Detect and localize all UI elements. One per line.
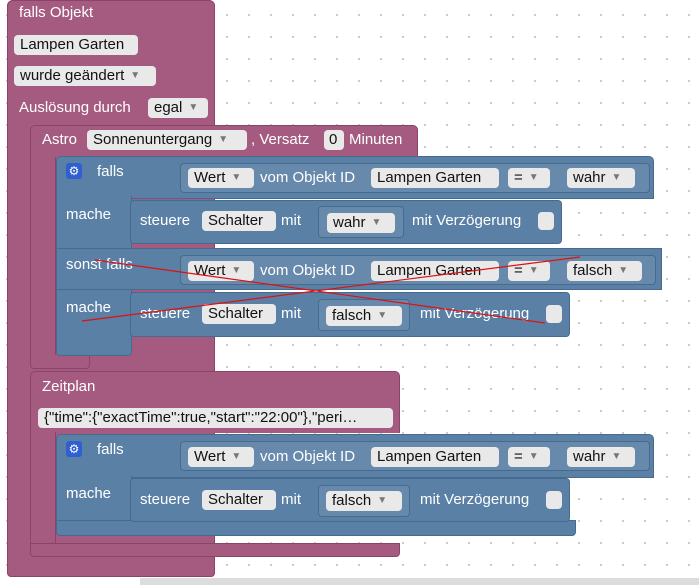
set-value-dropdown[interactable]: falsch▼ — [326, 306, 402, 326]
else-if-label: sonst falls — [66, 256, 133, 273]
astro-offset-label: , Versatz — [251, 131, 310, 148]
horizontal-scrollbar[interactable] — [140, 578, 699, 585]
do-label: mache — [66, 299, 112, 316]
target-object-field[interactable]: Schalter — [202, 304, 276, 324]
delay-checkbox[interactable] — [546, 305, 562, 323]
value-dropdown[interactable]: wahr▼ — [567, 168, 635, 188]
strike-line — [81, 256, 581, 322]
schedule-block-footer — [30, 543, 400, 557]
astro-block-left-arm — [30, 157, 56, 362]
dropdown-arrow-icon: ▼ — [231, 451, 242, 462]
property-dropdown[interactable]: Wert▼ — [188, 261, 254, 281]
dropdown-arrow-icon: ▼ — [130, 70, 141, 81]
target-object-value: Schalter — [208, 491, 264, 508]
object-id-label: vom Objekt ID — [260, 262, 356, 279]
control-label: steuere — [140, 491, 191, 508]
dropdown-arrow-icon: ▼ — [377, 495, 388, 506]
astro-event-dropdown[interactable]: Sonnenuntergang▼ — [87, 130, 247, 150]
operator-dropdown[interactable]: =▼ — [508, 168, 550, 188]
operator-dropdown[interactable]: =▼ — [508, 447, 550, 467]
operator-dropdown[interactable]: =▼ — [508, 261, 550, 281]
trigger-mode-dropdown[interactable]: wurde geändert▼ — [14, 66, 156, 86]
do-label: mache — [66, 206, 112, 223]
dropdown-arrow-icon: ▼ — [611, 172, 622, 183]
astro-block-footer — [30, 355, 90, 369]
delay-checkbox[interactable] — [538, 212, 554, 230]
dropdown-arrow-icon: ▼ — [528, 172, 539, 183]
trigger-object-field[interactable]: Lampen Garten — [14, 35, 138, 55]
operator-value: = — [514, 448, 523, 465]
property-value: Wert — [194, 448, 226, 465]
dropdown-arrow-icon: ▼ — [371, 217, 382, 228]
property-dropdown[interactable]: Wert▼ — [188, 168, 254, 188]
dropdown-arrow-icon: ▼ — [218, 134, 229, 145]
if-block-astro-footer — [56, 340, 132, 356]
schedule-label: Zeitplan — [42, 378, 96, 395]
gear-icon[interactable]: ⚙ — [66, 163, 82, 179]
dropdown-arrow-icon: ▼ — [611, 451, 622, 462]
if-label: falls — [97, 163, 124, 180]
object-id-value: Lampen Garten — [377, 448, 482, 465]
astro-offset-input[interactable]: 0 — [324, 130, 344, 150]
delay-checkbox[interactable] — [546, 491, 562, 509]
schedule-block-left-arm — [30, 432, 56, 544]
schedule-json-value: {"time":{"exactTime":true,"start":"22:00… — [44, 409, 358, 426]
astro-unit-label: Minuten — [349, 131, 403, 148]
with-label: mit — [281, 212, 301, 229]
value-dropdown[interactable]: falsch▼ — [567, 261, 642, 281]
trigger-cause-dropdown[interactable]: egal▼ — [148, 98, 208, 118]
dropdown-arrow-icon: ▼ — [188, 102, 199, 113]
target-object-field[interactable]: Schalter — [202, 490, 276, 510]
object-id-field[interactable]: Lampen Garten — [371, 447, 499, 467]
delay-label: mit Verzögerung — [412, 212, 522, 229]
object-id-label: vom Objekt ID — [260, 448, 356, 465]
target-object-field[interactable]: Schalter — [202, 211, 276, 231]
object-id-field[interactable]: Lampen Garten — [371, 261, 499, 281]
dropdown-arrow-icon: ▼ — [231, 172, 242, 183]
property-dropdown[interactable]: Wert ▼ — [188, 447, 254, 467]
set-value-dropdown[interactable]: falsch ▼ — [326, 491, 402, 511]
delay-label: mit Verzögerung — [420, 491, 530, 508]
dropdown-arrow-icon: ▼ — [618, 265, 629, 276]
set-value-label: falsch — [332, 492, 372, 509]
object-id-field[interactable]: Lampen Garten — [371, 168, 499, 188]
do-label: mache — [66, 485, 112, 502]
gear-icon[interactable]: ⚙ — [66, 441, 82, 457]
with-label: mit — [281, 305, 301, 322]
schedule-json-field[interactable]: {"time":{"exactTime":true,"start":"22:00… — [38, 408, 393, 428]
value-label: wahr — [573, 448, 606, 465]
object-id-label: vom Objekt ID — [260, 169, 356, 186]
set-value-dropdown[interactable]: wahr▼ — [327, 213, 395, 233]
with-label: mit — [281, 491, 301, 508]
astro-label: Astro — [42, 131, 78, 148]
trigger-title: falls Objekt — [19, 4, 94, 21]
control-label: steuere — [140, 212, 191, 229]
if-block-schedule-footer — [56, 520, 576, 536]
dropdown-arrow-icon: ▼ — [528, 451, 539, 462]
dropdown-arrow-icon: ▼ — [528, 265, 539, 276]
trigger-cause-label: Auslösung durch — [19, 99, 131, 116]
dropdown-arrow-icon: ▼ — [231, 265, 242, 276]
if-label: falls — [97, 441, 124, 458]
dropdown-arrow-icon: ▼ — [377, 310, 388, 321]
value-dropdown[interactable]: wahr ▼ — [567, 447, 635, 467]
strike-line — [94, 259, 546, 324]
trigger-footer — [7, 560, 215, 577]
